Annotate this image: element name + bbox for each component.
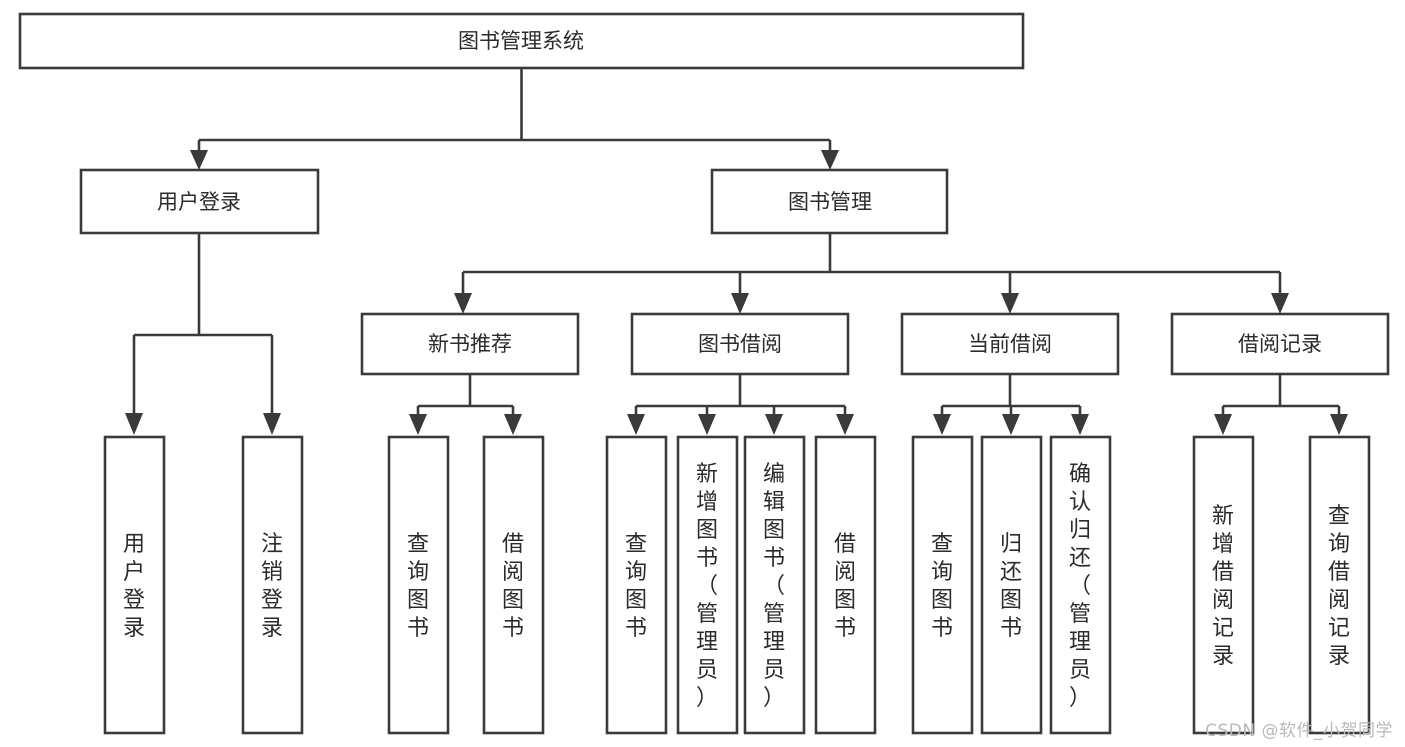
node-root-label: 图书管理系统	[458, 29, 584, 53]
leaf-bookborrow-edit-box[interactable]	[743, 435, 806, 735]
arrow-head-leaf-logout	[263, 413, 281, 435]
node-book-borrow-box[interactable]	[630, 312, 850, 376]
leaf-bookborrow-add-label: 新增图书（管理员）	[696, 462, 718, 711]
leaf-borrowrecord-query-label: 查询借阅记录	[1328, 504, 1350, 669]
node-user-login[interactable]: 用户登录	[79, 168, 320, 235]
leaf-bookborrow-query-box[interactable]	[605, 435, 668, 735]
node-user-login-label: 用户登录	[157, 190, 241, 214]
node-book-borrow-label: 图书借阅	[698, 332, 782, 356]
leaf-bookborrow-borrow-label: 借阅图书	[834, 532, 856, 641]
arrow-head-currentborrow-leaf-1	[933, 414, 951, 435]
arrow-head-borrow-record	[1271, 293, 1289, 314]
arrow-head-newbook-leaf-1	[409, 414, 427, 435]
leaf-logout-label: 注销登录	[261, 532, 283, 641]
node-current-borrow-label: 当前借阅	[968, 332, 1052, 356]
leaf-node[interactable]: 查询借阅记录	[1308, 435, 1371, 735]
node-user-login-box[interactable]	[79, 168, 320, 235]
arrow-head-currentborrow-leaf-2	[1002, 414, 1020, 435]
node-borrow-record-label: 借阅记录	[1238, 332, 1322, 356]
node-current-borrow[interactable]: 当前借阅	[900, 312, 1120, 376]
arrow-head-book-manage	[821, 150, 839, 170]
leaf-node[interactable]: 编辑图书（管理员）	[743, 435, 806, 735]
node-new-book-recommend-box[interactable]	[360, 312, 580, 376]
leaf-node[interactable]: 确认归还（管理员）	[1049, 435, 1112, 735]
leaf-node[interactable]: 借阅图书	[814, 435, 877, 735]
arrow-head-bookborrow-leaf-2	[698, 414, 716, 435]
leaf-node[interactable]: 借阅图书	[482, 435, 545, 735]
node-book-borrow[interactable]: 图书借阅	[630, 312, 850, 376]
leaf-currentborrow-query-box[interactable]	[911, 435, 974, 735]
leaf-currentborrow-confirm-label: 确认归还（管理员）	[1069, 462, 1091, 711]
leaf-borrowrecord-add-label: 新增借阅记录	[1212, 504, 1234, 669]
leaf-user-login-box[interactable]	[103, 435, 166, 735]
arrow-head-book-borrow	[731, 293, 749, 314]
leaf-currentborrow-query-label: 查询图书	[931, 532, 953, 641]
leaf-bookborrow-borrow-box[interactable]	[814, 435, 877, 735]
leaf-node[interactable]: 新增图书（管理员）	[676, 435, 739, 735]
node-borrow-record-box[interactable]	[1170, 312, 1390, 376]
leaf-logout-box[interactable]	[241, 435, 304, 735]
leaf-user-login-label: 用户登录	[123, 532, 145, 641]
leaf-node[interactable]: 新增借阅记录	[1192, 435, 1255, 735]
leaf-borrowrecord-add-box[interactable]	[1192, 435, 1255, 735]
leaf-node[interactable]: 查询图书	[605, 435, 668, 735]
leaf-node[interactable]: 归还图书	[980, 435, 1043, 735]
arrow-head-new-book	[454, 293, 472, 314]
node-borrow-record[interactable]: 借阅记录	[1170, 312, 1390, 376]
node-new-book-recommend-label: 新书推荐	[428, 332, 512, 356]
arrow-head-bookborrow-leaf-3	[765, 414, 783, 435]
arrow-head-current-borrow	[1001, 293, 1019, 314]
leaf-newbook-borrow-label: 借阅图书	[502, 532, 524, 641]
node-book-manage[interactable]: 图书管理	[710, 168, 949, 235]
leaf-node[interactable]: 注销登录	[241, 435, 304, 735]
leaf-bookborrow-add-box[interactable]	[676, 435, 739, 735]
leaf-newbook-query-box[interactable]	[387, 435, 450, 735]
leaf-node[interactable]: 查询图书	[387, 435, 450, 735]
node-root-box[interactable]	[18, 12, 1025, 70]
csdn-watermark: CSDN @软件_小贺同学	[1205, 721, 1393, 741]
arrow-head-bookborrow-leaf-4	[836, 414, 854, 435]
leaf-currentborrow-return-box[interactable]	[980, 435, 1043, 735]
leaf-currentborrow-confirm-box[interactable]	[1049, 435, 1112, 735]
leaf-currentborrow-return-label: 归还图书	[1000, 532, 1022, 641]
arrow-head-user-login	[190, 150, 208, 170]
node-current-borrow-box[interactable]	[900, 312, 1120, 376]
arrow-head-newbook-leaf-2	[504, 414, 522, 435]
node-book-manage-box[interactable]	[710, 168, 949, 235]
connector-group	[125, 68, 1348, 435]
leaf-node[interactable]: 查询图书	[911, 435, 974, 735]
arrow-head-borrowrecord-leaf-2	[1330, 414, 1348, 435]
leaf-newbook-query-label: 查询图书	[407, 532, 429, 641]
arrow-head-bookborrow-leaf-1	[627, 414, 645, 435]
node-root[interactable]: 图书管理系统	[18, 12, 1025, 70]
arrow-head-currentborrow-leaf-3	[1071, 414, 1089, 435]
leaf-bookborrow-edit-label: 编辑图书（管理员）	[763, 462, 785, 711]
leaf-newbook-borrow-box[interactable]	[482, 435, 545, 735]
leaf-bookborrow-query-label: 查询图书	[625, 532, 647, 641]
node-book-manage-label: 图书管理	[788, 190, 872, 214]
leaf-borrowrecord-query-box[interactable]	[1308, 435, 1371, 735]
arrow-head-borrowrecord-leaf-1	[1214, 414, 1232, 435]
arrow-head-leaf-user-login	[125, 413, 143, 435]
leaf-node[interactable]: 用户登录	[103, 435, 166, 735]
node-new-book-recommend[interactable]: 新书推荐	[360, 312, 580, 376]
